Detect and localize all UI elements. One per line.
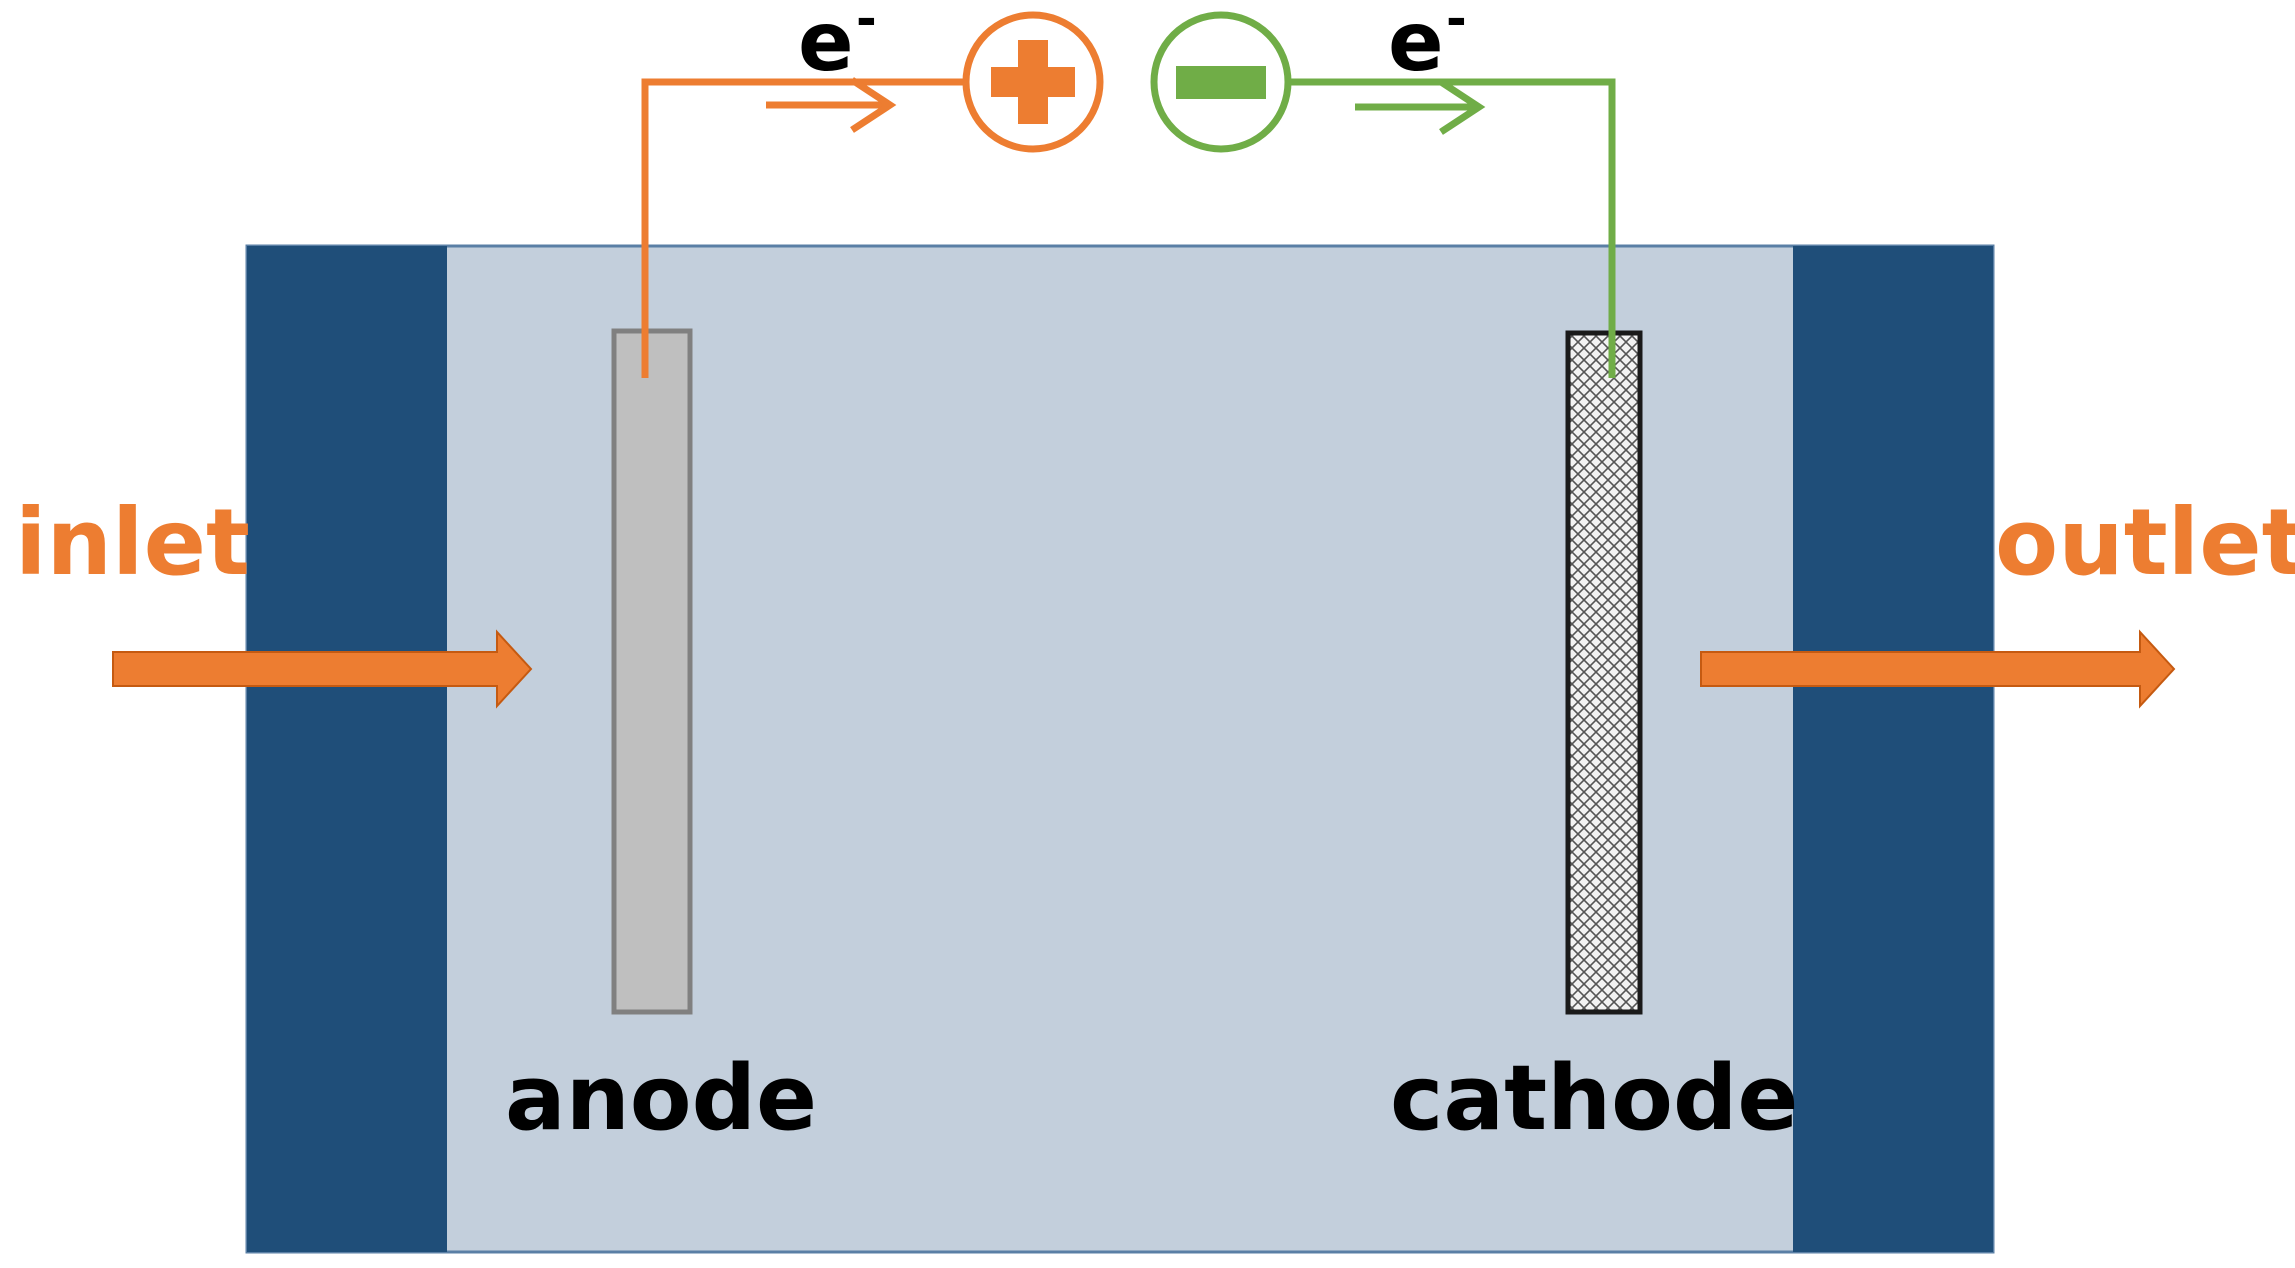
outlet-arrow xyxy=(1700,629,2176,709)
inlet-arrow xyxy=(112,629,533,709)
electron-arrow-right xyxy=(1355,79,1486,135)
cathode-label: cathode xyxy=(1390,1046,1798,1151)
left-end-plate xyxy=(247,246,447,1252)
positive-terminal xyxy=(962,11,1104,153)
electron-symbol-right: e xyxy=(1388,0,1444,90)
cell-chamber xyxy=(245,244,1995,1254)
cathode-wire xyxy=(1288,78,1616,378)
plus-icon xyxy=(991,40,1075,124)
anode-label: anode xyxy=(505,1046,817,1151)
electron-arrow-left xyxy=(766,77,897,133)
inlet-label: inlet xyxy=(15,489,250,596)
minus-icon xyxy=(1176,66,1266,99)
right-end-plate xyxy=(1793,246,1993,1252)
electron-label-left: e - xyxy=(798,0,877,90)
negative-terminal xyxy=(1150,11,1292,153)
electron-charge-right: - xyxy=(1446,0,1467,48)
anode-electrode xyxy=(611,328,693,1015)
electron-charge-left: - xyxy=(856,0,877,48)
electron-symbol-left: e xyxy=(798,0,854,90)
cathode-electrode xyxy=(1565,330,1643,1015)
electron-label-right: e - xyxy=(1388,0,1467,90)
outlet-label: outlet xyxy=(1995,489,2295,596)
